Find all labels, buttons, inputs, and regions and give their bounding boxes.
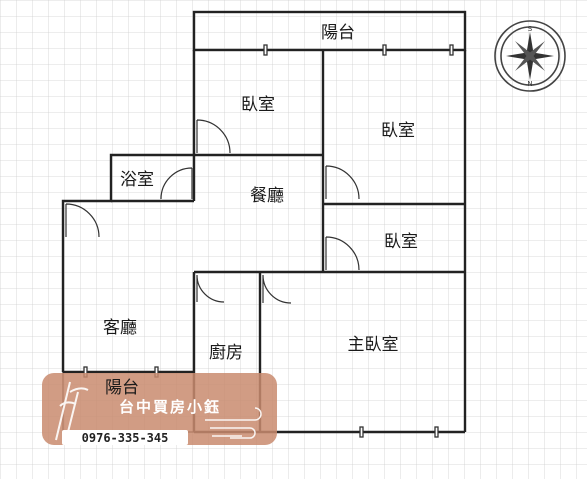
room-label-master-bedroom: 主臥室 xyxy=(348,335,399,355)
door-swing xyxy=(65,203,100,238)
watermark-brand: 台中買房小鈺 xyxy=(119,398,221,416)
window-mark xyxy=(434,426,439,438)
watermark-phone: 0976-335-345 xyxy=(82,431,169,445)
watermark-background xyxy=(42,373,277,445)
watermark-phone-box xyxy=(62,430,188,445)
compass-inner-ring xyxy=(500,26,560,86)
doors xyxy=(65,119,360,304)
door-swing xyxy=(262,274,292,304)
room-label-bedroom-top-left: 臥室 xyxy=(241,95,275,115)
room-label-dining: 餐廳 xyxy=(250,186,284,206)
compass-north-label: N xyxy=(527,80,532,88)
room-label-balcony-top: 陽台 xyxy=(321,23,355,43)
door-swing xyxy=(325,165,360,200)
room-label-bathroom: 浴室 xyxy=(120,170,154,190)
door-swing xyxy=(196,274,225,303)
room-label-bedroom-middle-right: 臥室 xyxy=(384,232,418,252)
door-swing xyxy=(196,119,231,154)
room-label-kitchen: 廚房 xyxy=(209,342,243,363)
window-mark xyxy=(382,44,387,56)
window-mark xyxy=(263,44,268,56)
window-marks xyxy=(83,44,454,438)
room-label-living: 客廳 xyxy=(103,318,137,338)
watermark: 陽台 台中買房小鈺 0976-335-345 xyxy=(42,373,277,445)
window-mark xyxy=(359,426,364,438)
room-label-balcony-bottom: 陽台 xyxy=(105,378,139,398)
door-swing xyxy=(160,167,193,200)
cloud-icon xyxy=(205,407,262,439)
wall-balcony-top xyxy=(192,10,467,52)
wall-west xyxy=(61,50,196,372)
compass-south-label: S xyxy=(528,25,533,33)
room-labels: 陽台 臥室 臥室 浴室 餐廳 臥室 客廳 廚房 主臥室 xyxy=(103,23,418,363)
window-mark xyxy=(449,44,454,56)
compass-outer-ring xyxy=(494,20,566,92)
compass-needle-diagonal xyxy=(515,41,545,71)
room-label-bedroom-top-right: 臥室 xyxy=(381,121,415,141)
compass-icon: S N xyxy=(494,20,566,92)
door-swing xyxy=(325,236,360,271)
